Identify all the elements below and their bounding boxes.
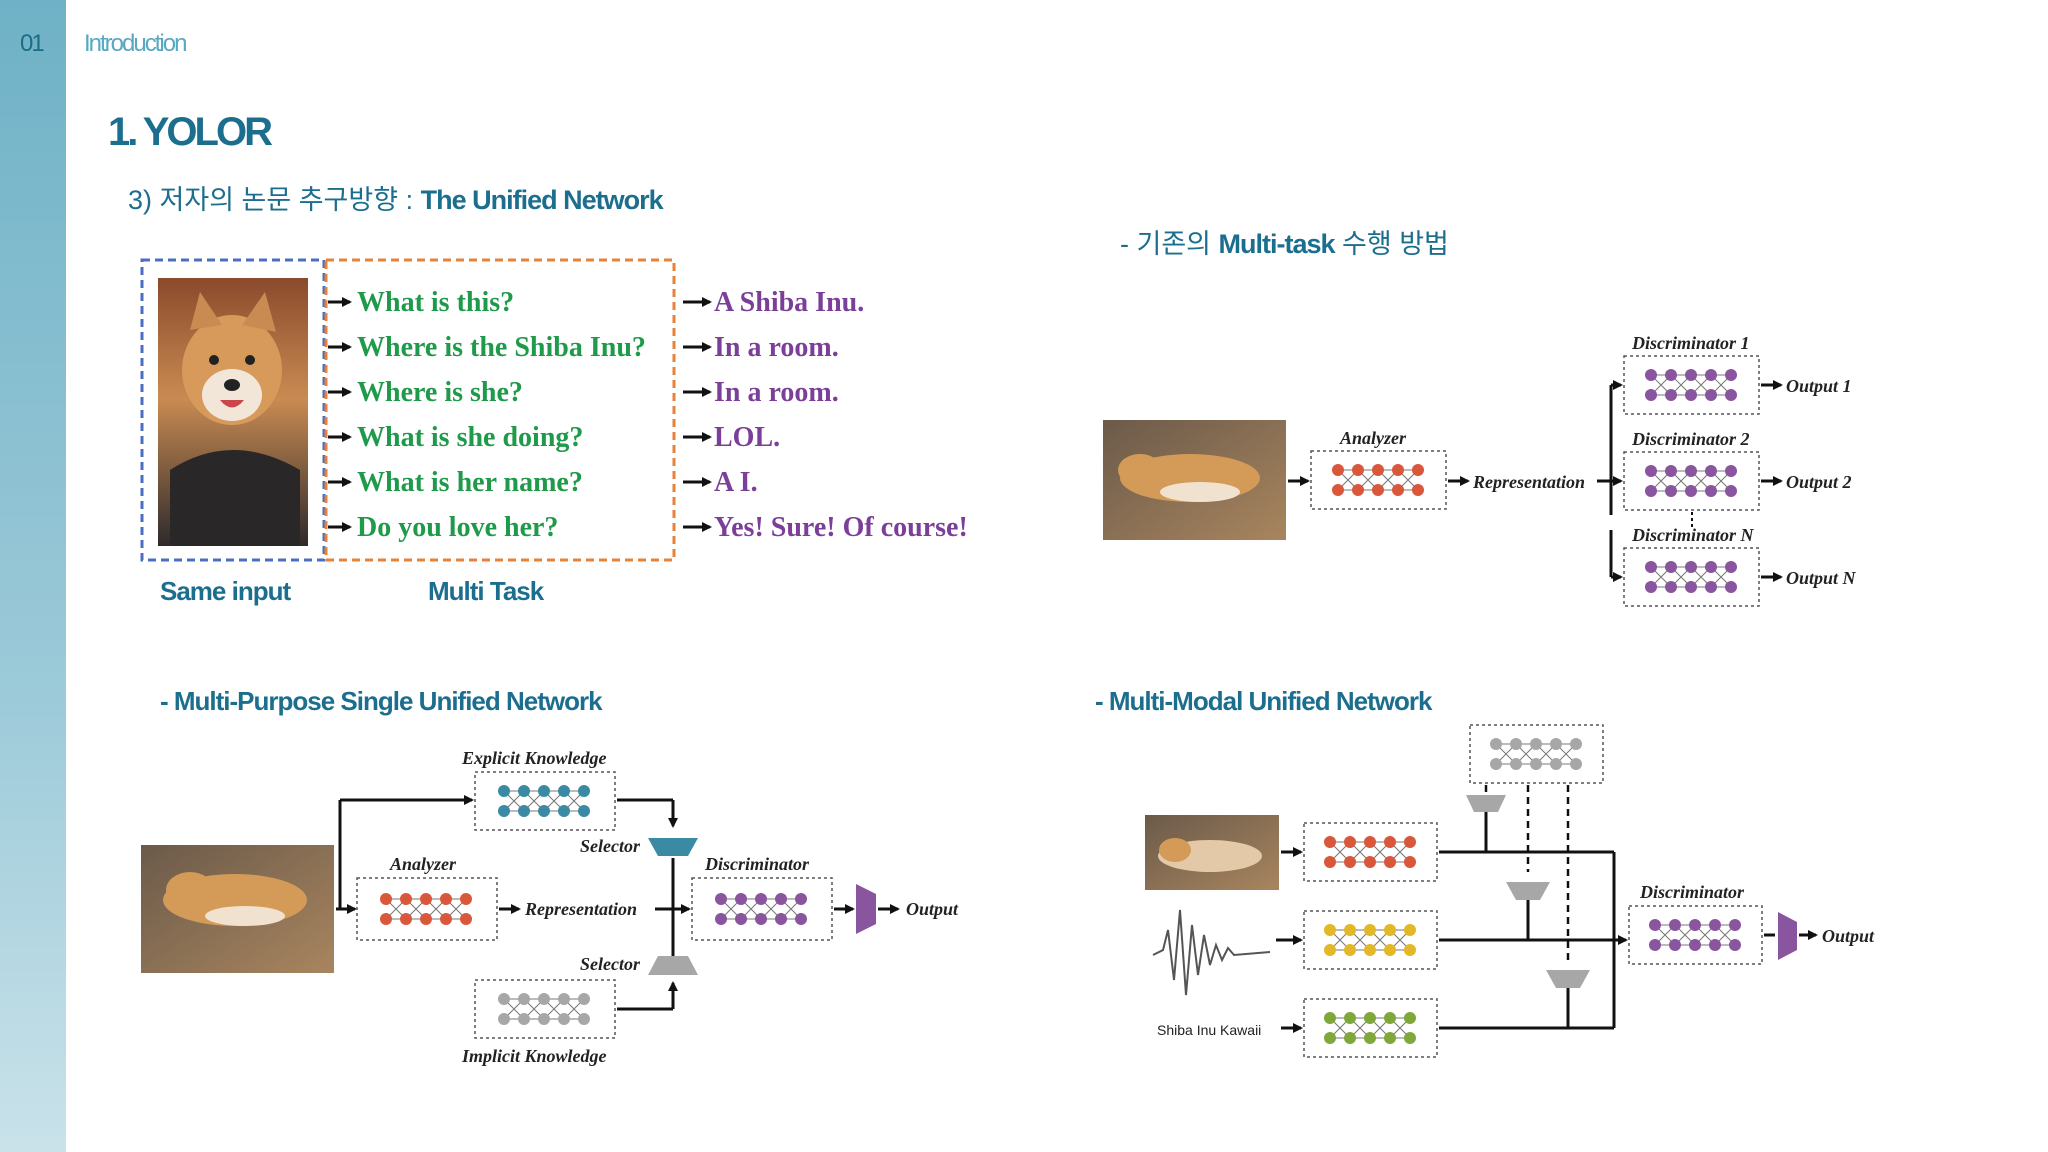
explicit-knowledge-label: Explicit Knowledge: [461, 748, 607, 768]
caption-same-input: Same input: [160, 576, 291, 606]
selector-top-shape: [648, 838, 698, 856]
answer-item: LOL.: [714, 422, 780, 453]
single-discriminator-label: Discriminator: [704, 854, 810, 874]
caption-multi-task: Multi Task: [428, 576, 544, 606]
answer-arrows: [683, 297, 712, 532]
slide-number: 01: [20, 30, 45, 57]
existing-header: - 기존의 Multi-task 수행 방법: [1120, 222, 1449, 261]
section-label: Introduction: [84, 30, 187, 57]
subtitle: 3) 저자의 논문 추구방향 : The Unified Network: [128, 178, 664, 217]
existing-disc1-box: [1623, 355, 1760, 415]
page-title: 1. YOLOR: [108, 110, 273, 154]
answer-item: A I.: [714, 467, 758, 498]
existing-dog-photo: [1103, 420, 1286, 540]
multi-task-box: [324, 258, 676, 562]
explicit-knowledge-box: [474, 771, 616, 831]
answer-item: In a room.: [714, 332, 839, 363]
implicit-knowledge-box: [474, 979, 616, 1039]
question-arrows: [328, 297, 352, 532]
implicit-knowledge-label: Implicit Knowledge: [461, 1046, 607, 1066]
existing-discN-box: [1623, 547, 1760, 607]
subtitle-prefix: 3) 저자의 논문 추구방향 :: [128, 185, 421, 215]
single-analyzer-label: Analyzer: [389, 854, 457, 874]
question-item: Do you love her?: [357, 512, 558, 543]
answer-list: A Shiba Inu. In a room. In a room. LOL. …: [714, 287, 968, 543]
answer-item: Yes! Sure! Of course!: [714, 512, 968, 543]
existing-outputN-label: Output N: [1786, 568, 1857, 588]
text-encoder-box: [1303, 998, 1438, 1058]
existing-representation-label: Representation: [1472, 472, 1585, 492]
existing-analyzer-box: [1310, 450, 1447, 510]
selector-bottom-shape: [648, 956, 698, 975]
multimodal-output-label: Output: [1822, 926, 1875, 946]
existing-output2-label: Output 2: [1786, 472, 1852, 492]
implicit-modal-box: [1469, 724, 1604, 784]
existing-header-suffix: 수행 방법: [1334, 229, 1449, 259]
answer-item: A Shiba Inu.: [714, 287, 864, 318]
modal-selector-2: [1506, 882, 1550, 900]
single-analyzer-box: [356, 877, 498, 941]
text-input-label: Shiba Inu Kawaii: [1157, 1022, 1261, 1038]
audio-encoder-box: [1303, 910, 1438, 970]
existing-header-bold: Multi-task: [1218, 229, 1336, 259]
multimodal-discriminator-label: Discriminator: [1639, 882, 1745, 902]
single-representation-label: Representation: [524, 899, 637, 919]
sidebar-accent: [0, 0, 66, 1152]
modal-selector-3: [1546, 970, 1590, 988]
multimodal-dog-photo: [1145, 815, 1279, 890]
single-dog-photo: [141, 845, 334, 973]
question-item: What is this?: [357, 287, 514, 318]
selector-top-label: Selector: [580, 836, 641, 856]
question-item: What is her name?: [357, 467, 583, 498]
question-item: What is she doing?: [357, 422, 583, 453]
existing-disc1-label: Discriminator 1: [1631, 333, 1750, 353]
multimodal-discriminator-box: [1628, 905, 1763, 965]
single-unified-header: - Multi-Purpose Single Unified Network: [160, 686, 603, 716]
existing-disc2-box: [1623, 451, 1760, 511]
multimodal-header: - Multi-Modal Unified Network: [1095, 686, 1432, 716]
same-input-box: [140, 258, 326, 562]
question-list: What is this? Where is the Shiba Inu? Wh…: [357, 287, 646, 543]
subtitle-bold: The Unified Network: [420, 185, 664, 215]
existing-header-prefix: - 기존의: [1120, 229, 1219, 259]
existing-analyzer-label: Analyzer: [1339, 428, 1407, 448]
image-encoder-box: [1303, 822, 1438, 882]
single-output-label: Output: [906, 899, 959, 919]
audio-waveform: [1152, 909, 1271, 996]
selector-bottom-label: Selector: [580, 954, 641, 974]
single-output-head: [856, 884, 876, 934]
question-item: Where is the Shiba Inu?: [357, 332, 646, 363]
answer-item: In a room.: [714, 377, 839, 408]
multimodal-output-head: [1778, 912, 1797, 960]
single-discriminator-box: [691, 877, 833, 941]
existing-output1-label: Output 1: [1786, 376, 1852, 396]
question-item: Where is she?: [357, 377, 523, 408]
existing-disc2-label: Discriminator 2: [1631, 429, 1750, 449]
existing-discN-label: Discriminator N: [1631, 525, 1755, 545]
dog-photo: [158, 278, 308, 546]
modal-selector-1: [1466, 795, 1506, 812]
